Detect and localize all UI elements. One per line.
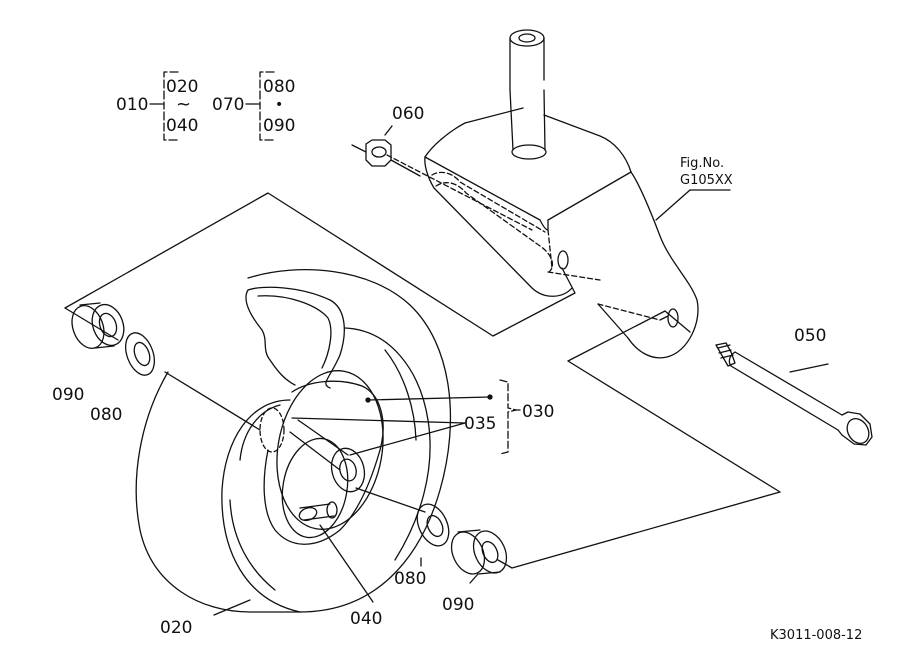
part-label-090-right: 090 [442,595,475,615]
callout-leaders [213,125,731,616]
part-label-080-left: 080 [90,405,123,425]
legend-group-b-first: 080 [263,77,296,97]
collar-090-right [450,529,508,584]
legend-group-b-second: 090 [263,116,296,136]
part-label-020: 020 [160,618,193,638]
assembly-guide-lines [64,192,781,569]
steering-knuckle [386,29,699,359]
axle-bolt-050 [715,342,873,446]
washer-080-right [355,487,450,567]
legend-group-a-parent: 010 [116,95,149,115]
part-label-040: 040 [350,609,383,629]
legend-group-a-from: 020 [166,77,199,97]
part-label-035: 035 [464,414,497,434]
fig-ref-line1: Fig.No. [680,156,725,171]
valve-stem-040 [298,501,374,603]
part-label-030: 030 [522,402,555,422]
rim-035 [245,286,384,545]
drawing-code: K3011-008-12 [770,628,863,643]
tire-020 [135,269,452,613]
part-label-060: 060 [392,104,425,124]
part-label-080-right: 080 [394,569,427,589]
collar-090-left [71,302,125,349]
legend-group-a-tilde: ~ [176,94,192,115]
legend-brackets [149,71,275,141]
part-label-050: 050 [794,326,827,346]
legend-group-b-dot: • [275,97,284,113]
legend-group-b-parent: 070 [212,95,245,115]
fig-ref-line2: G105XX [680,173,733,188]
washer-080-left [125,332,155,376]
part-label-090-left: 090 [52,385,85,405]
legend-group-a-to: 040 [166,116,199,136]
lock-nut-060 [351,139,421,177]
